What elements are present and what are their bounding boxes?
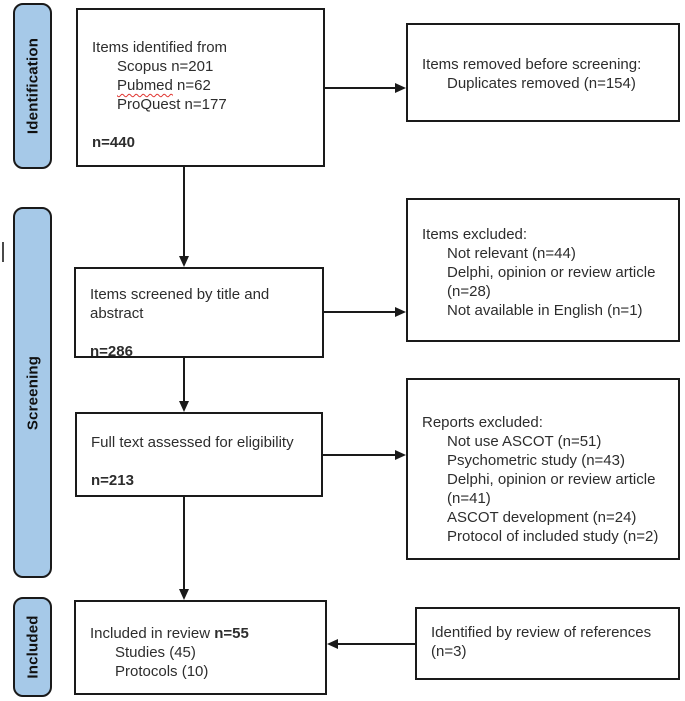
blank-line (92, 114, 313, 133)
identified-intro: Items identified from (92, 39, 228, 56)
included-intro: Included in review (90, 625, 211, 642)
items-excluded-item: Delphi, opinion or review article (n=28) (447, 264, 656, 300)
items-excluded-item: Not relevant (n=44) (447, 245, 576, 262)
box-items-screened: Items screened by title and abstract n=2… (74, 267, 324, 360)
stray-cursor-mark (2, 242, 4, 262)
references-text: Identified by review of references (n=3) (431, 624, 652, 660)
identified-total: n=440 (92, 134, 135, 151)
arrow-screened-to-fulltext (183, 358, 185, 402)
arrowhead-down-icon (179, 401, 189, 412)
identified-scopus: Scopus n=201 (117, 58, 214, 75)
reports-excluded-item: ASCOT development (n=24) (447, 509, 637, 526)
reports-excluded-item: Psychometric study (n=43) (447, 452, 625, 469)
box-items-excluded: Items excluded: Not relevant (n=44) Delp… (406, 198, 680, 342)
box-review-of-references: Identified by review of references (n=3) (415, 607, 680, 680)
reports-excluded-title: Reports excluded: (422, 414, 543, 431)
fulltext-total: n=213 (91, 472, 134, 489)
included-studies: Studies (45) (115, 644, 196, 661)
stage-included: Included (13, 597, 52, 697)
included-protocols: Protocols (10) (115, 663, 209, 680)
arrow-references-to-included (337, 643, 415, 645)
stage-included-label: Included (24, 615, 41, 679)
stage-identification-label: Identification (24, 37, 41, 135)
removed-item: Duplicates removed (n=154) (447, 75, 636, 92)
blank-line (90, 323, 298, 342)
arrow-fulltext-to-included (183, 497, 185, 590)
arrow-identified-to-screened (183, 167, 185, 257)
reports-excluded-item: Protocol of included study (n=2) (447, 528, 659, 545)
items-excluded-item: Not available in English (n=1) (447, 302, 643, 319)
identified-pubmed-word: Pubmed (117, 77, 173, 94)
arrow-fulltext-to-reports-excluded (323, 454, 396, 456)
box-items-identified: Items identified from Scopus n=201 Pubme… (76, 8, 325, 167)
stage-screening-label: Screening (24, 355, 41, 430)
box-fulltext-assessed: Full text assessed for eligibility n=213 (75, 412, 323, 497)
box-reports-excluded: Reports excluded: Not use ASCOT (n=51) P… (406, 378, 680, 560)
items-excluded-title: Items excluded: (422, 226, 528, 243)
arrowhead-right-icon (395, 83, 406, 93)
identified-pubmed: Pubmed n=62 (117, 76, 313, 95)
reports-excluded-item: Not use ASCOT (n=51) (447, 433, 602, 450)
stage-screening: Screening (13, 207, 52, 578)
arrowhead-down-icon (179, 256, 189, 267)
included-title: Included in review n=55 (90, 624, 315, 643)
arrow-identified-to-removed (325, 87, 396, 89)
arrow-screened-to-excluded (324, 311, 396, 313)
identified-proquest: ProQuest n=177 (117, 96, 227, 113)
included-total: n=55 (214, 625, 249, 642)
removed-title: Items removed before screening: (422, 56, 642, 73)
blank-line (91, 452, 311, 471)
reports-excluded-item: Delphi, opinion or review article (n=41) (447, 471, 656, 507)
arrowhead-left-icon (327, 639, 338, 649)
identified-pubmed-count: n=62 (177, 77, 211, 94)
arrowhead-right-icon (395, 450, 406, 460)
arrowhead-right-icon (395, 307, 406, 317)
screened-total: n=286 (90, 343, 133, 360)
box-items-removed: Items removed before screening: Duplicat… (406, 23, 680, 122)
fulltext-text: Full text assessed for eligibility (91, 434, 294, 451)
stage-identification: Identification (13, 3, 52, 169)
box-included-in-review: Included in review n=55 Studies (45) Pro… (74, 600, 327, 695)
screened-text: Items screened by title and abstract (90, 286, 270, 322)
arrowhead-down-icon (179, 589, 189, 600)
